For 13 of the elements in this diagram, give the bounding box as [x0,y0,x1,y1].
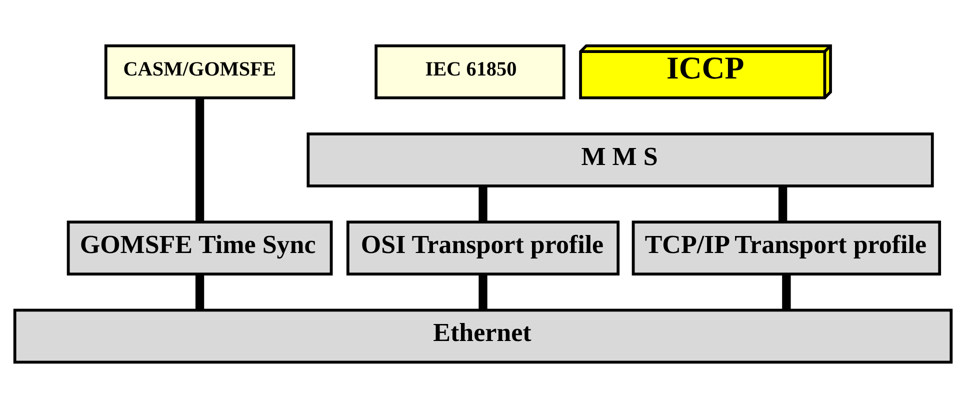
node-box: M M S [306,132,934,188]
connector [478,274,487,310]
connector [478,186,487,222]
node-box: GOMSFE Time Sync [66,220,332,276]
connector [782,274,790,310]
node-box: IEC 61850 [374,44,565,100]
node-box: TCP/IP Transport profile [631,220,941,276]
connector [778,186,787,222]
connector [194,274,204,310]
node-box: Ethernet [12,308,952,364]
node-box: OSI Transport profile [346,220,620,276]
connector [194,98,204,222]
node-box: CASM/GOMSFE [104,44,295,100]
